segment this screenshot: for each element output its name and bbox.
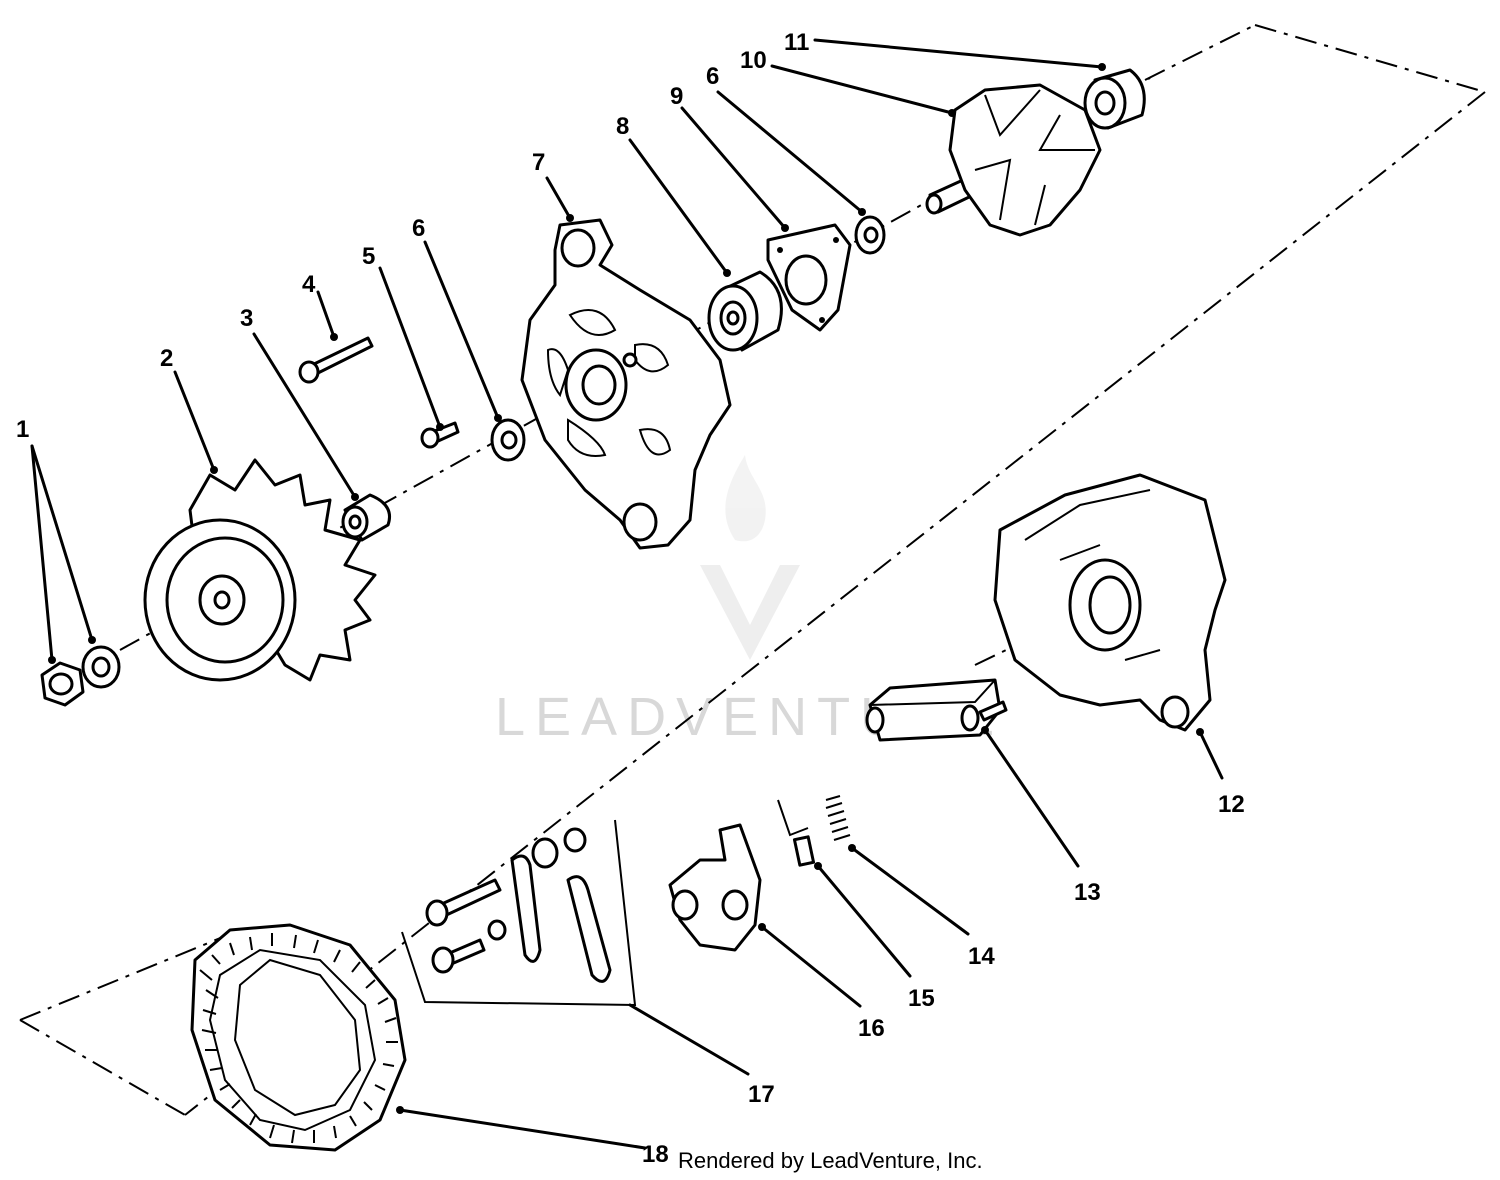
part-15-brush [777, 799, 816, 867]
part-18-stator [190, 923, 407, 1152]
part-6-washer-rear [854, 215, 886, 255]
callout-15: 15 [908, 985, 935, 1012]
callout-8: 8 [616, 113, 629, 140]
callout-4: 4 [302, 271, 316, 298]
part-6-washer-front [490, 418, 526, 462]
callout-12: 12 [1218, 791, 1245, 818]
part-8-bearing [707, 270, 783, 352]
callout-16: 16 [858, 1015, 885, 1042]
callout-14: 14 [968, 943, 995, 970]
part-7-drive-end-frame [520, 218, 732, 550]
callout-1: 1 [16, 416, 29, 443]
part-17-hardware-set [401, 819, 637, 1007]
part-4-bolt [298, 336, 374, 384]
callout-6-rear: 6 [706, 63, 719, 90]
part-5-screw [420, 421, 460, 449]
part-2-pulley-fan [143, 458, 377, 682]
callout-9: 9 [670, 83, 683, 110]
part-16-brush-holder [668, 823, 762, 952]
callout-13: 13 [1074, 879, 1101, 906]
callout-numbers: 1 2 3 4 5 6 7 8 9 6 10 11 12 13 14 15 16… [16, 29, 1245, 1168]
callout-3: 3 [240, 305, 253, 332]
callout-7: 7 [532, 149, 545, 176]
part-9-retainer-plate [766, 223, 852, 332]
part-10-rotor [925, 83, 1102, 237]
part-3-spacer [341, 493, 391, 542]
watermark-logo [700, 455, 800, 660]
callout-11: 11 [784, 29, 809, 56]
callout-10: 10 [740, 47, 767, 74]
part-14-spring [825, 795, 851, 841]
part-1-nut-washer [40, 645, 121, 707]
part-11-rear-bearing [1083, 68, 1146, 130]
callout-2: 2 [160, 345, 173, 372]
footer-credit: Rendered by LeadVenture, Inc. [678, 1148, 983, 1173]
part-13-regulator [865, 678, 1008, 742]
part-12-rear-housing [993, 473, 1227, 732]
callout-6-front: 6 [412, 215, 425, 242]
callout-18: 18 [642, 1141, 669, 1168]
callout-17: 17 [748, 1081, 775, 1108]
callout-5: 5 [362, 243, 375, 270]
leader-lines [30, 38, 1224, 1150]
